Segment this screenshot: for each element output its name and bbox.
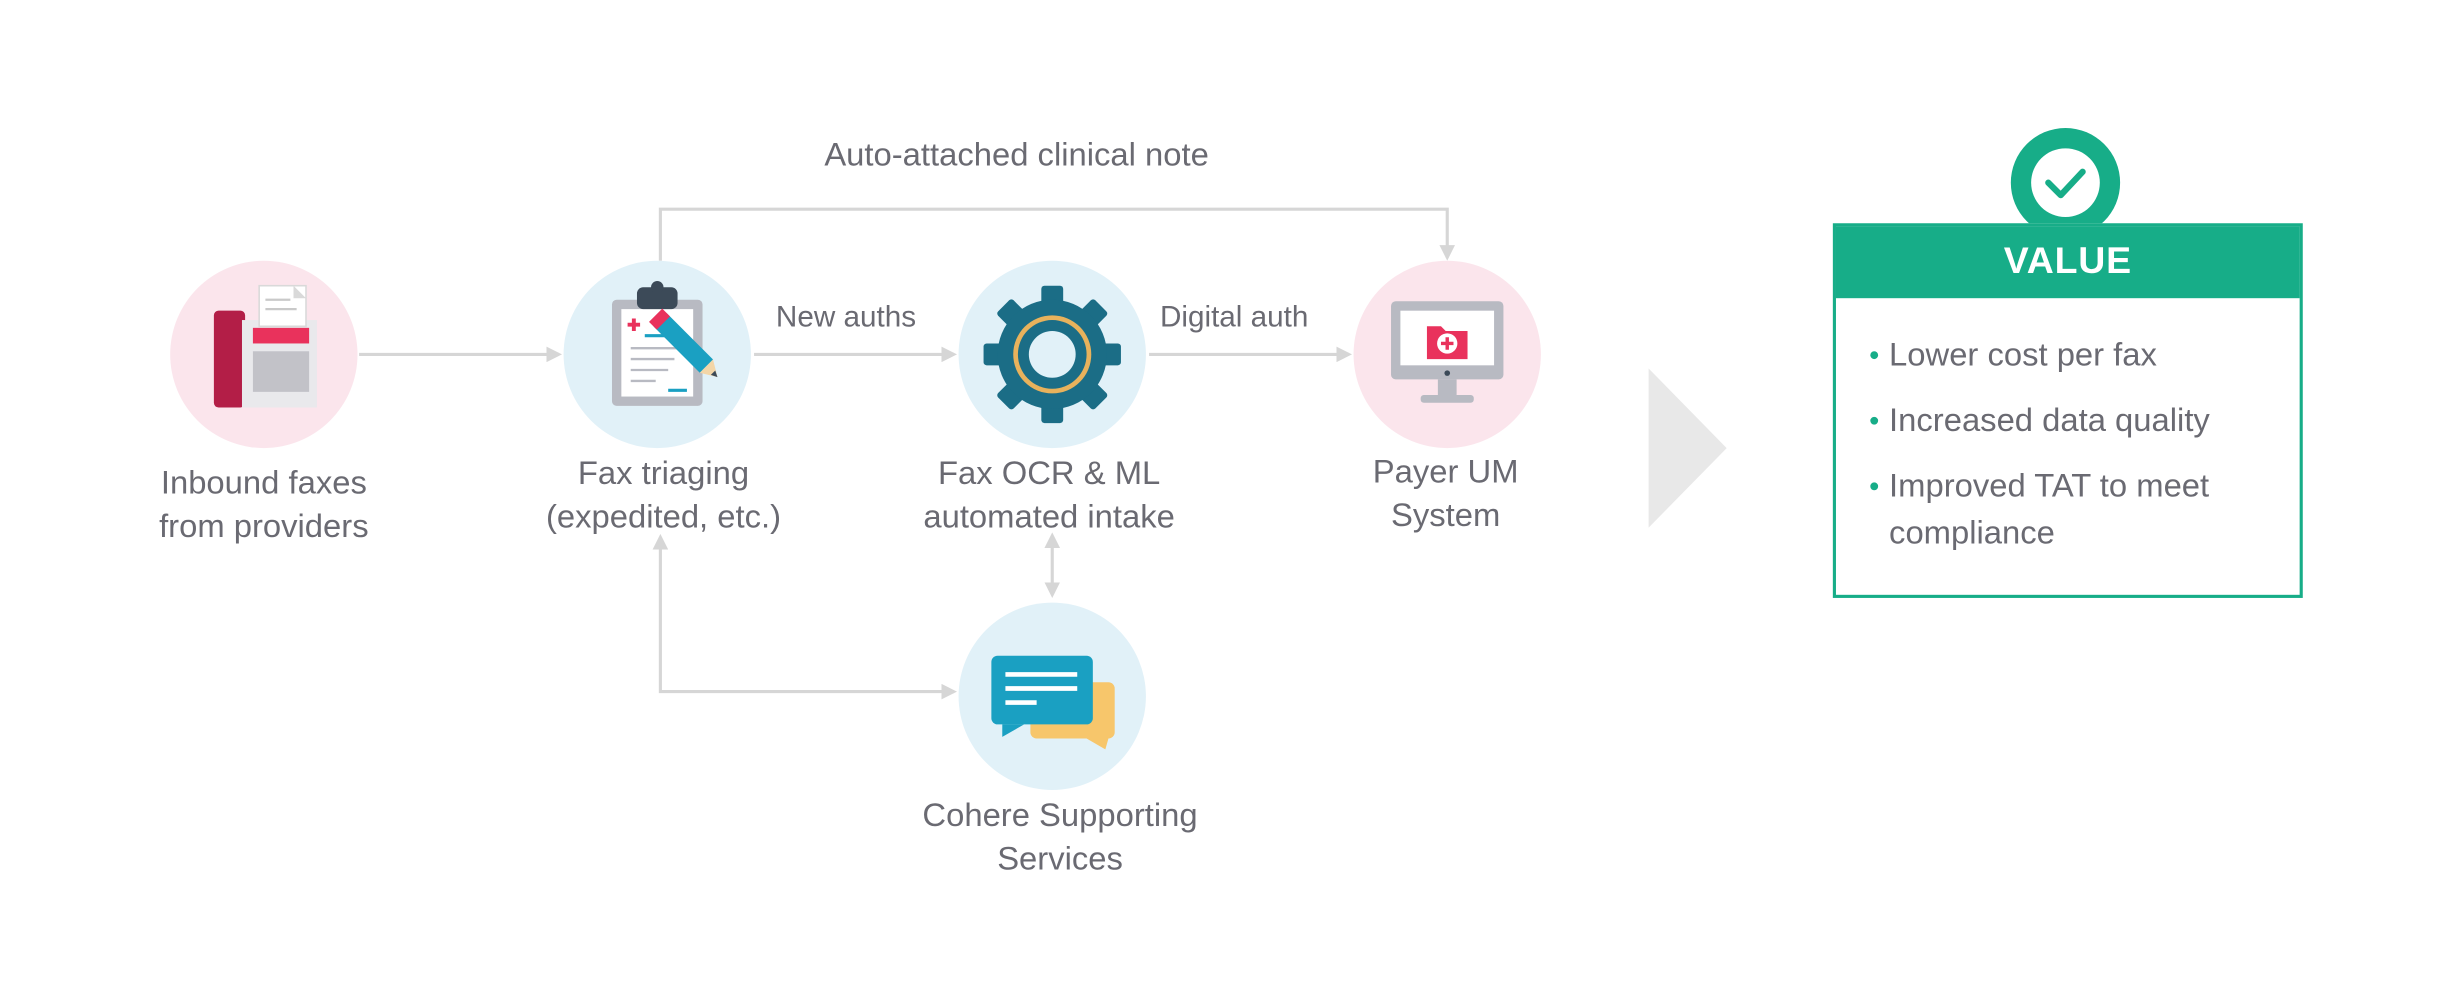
- check-icon: [2045, 168, 2086, 199]
- inbound-faxes-label: Inbound faxes from providers: [159, 465, 369, 545]
- value-title: VALUE: [1835, 226, 2300, 299]
- arrow-services-triage: [652, 533, 958, 700]
- clipboard-icon: [611, 281, 718, 406]
- arrow-triage-to-payer-top: [658, 207, 1456, 261]
- payer-um-label: Payer UM System: [1372, 454, 1519, 534]
- digital-auth-label: Digital auth: [1159, 301, 1309, 335]
- fax-machine-icon: [213, 284, 317, 408]
- chat-bubbles-icon: [991, 655, 1115, 750]
- value-item: Improved TAT to meet compliance: [1870, 464, 2281, 558]
- cohere-services-label: Cohere Supporting Services: [922, 797, 1198, 878]
- monitor-icon: [1391, 301, 1504, 403]
- value-item: Increased data quality: [1870, 398, 2281, 445]
- chevron-right-icon: [1648, 368, 1727, 528]
- auto-attached-label: Auto-attached clinical note: [824, 137, 1209, 174]
- value-card: VALUE Lower cost per fax Increased data …: [1832, 223, 2303, 598]
- fax-triaging-label: Fax triaging (expedited, etc.): [545, 455, 782, 536]
- gear-icon: [983, 285, 1121, 424]
- new-auths-label: New auths: [775, 301, 917, 335]
- value-list: Lower cost per fax Increased data qualit…: [1836, 298, 2300, 557]
- fax-ocr-label: Fax OCR & ML automated intake: [923, 455, 1175, 536]
- value-item: Lower cost per fax: [1870, 333, 2281, 380]
